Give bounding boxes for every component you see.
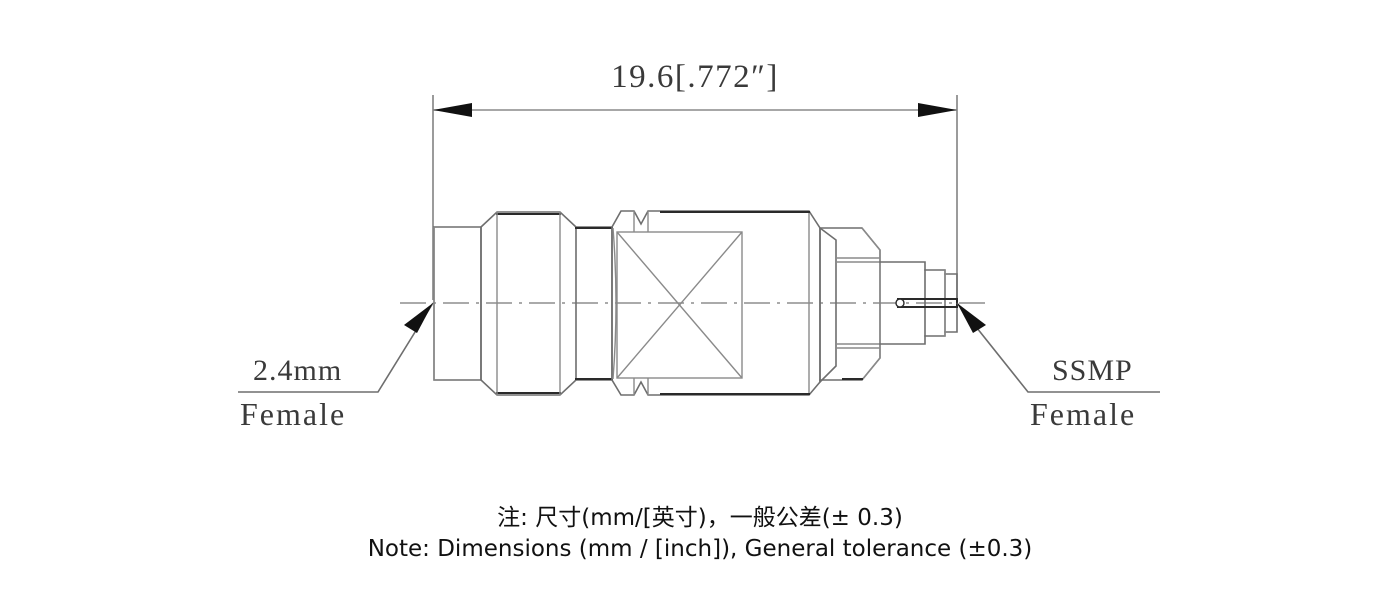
- main-hex-body: [611, 210, 821, 396]
- right-hex-nut-outline: [819, 227, 881, 381]
- overall-length-dimension: [432, 95, 958, 300]
- left-callout-leader: [238, 302, 434, 393]
- leader-arrow-left-icon: [404, 303, 433, 333]
- ssmp-barrel: [879, 261, 926, 345]
- leader-line-right: [956, 302, 1160, 393]
- note-line-english: Note: Dimensions (mm / [inch]), General …: [368, 536, 1033, 562]
- right-hex-nut-body-left: [819, 226, 837, 384]
- arrow-left-icon: [433, 103, 472, 117]
- leader-arrow-right-icon: [957, 303, 986, 333]
- right-callout-connector-label: SSMP: [1052, 354, 1133, 387]
- arrow-right-icon: [918, 103, 957, 117]
- right-callout-gender-label: Female: [1030, 396, 1136, 432]
- dimension-label: 19.6[.772″]: [611, 59, 779, 95]
- leader-line-left: [238, 302, 434, 393]
- hex-cross-diagonal-2: [616, 231, 743, 379]
- right-hex-chamfer: [861, 227, 881, 381]
- right-hex-nut: [819, 226, 881, 384]
- ssmp-pin-end: [895, 298, 905, 308]
- right-callout-leader: [956, 302, 1160, 393]
- note-line-chinese: 注: 尺寸(mm/[英寸)，一般公差(± 0.3): [497, 505, 903, 531]
- hex-flat-square: [616, 231, 743, 379]
- ssmp-tip-section: [879, 261, 958, 345]
- left-callout-gender-label: Female: [240, 396, 346, 432]
- body-left-curved-face: [612, 227, 617, 380]
- left-callout-connector-label: 2.4mm: [253, 354, 342, 387]
